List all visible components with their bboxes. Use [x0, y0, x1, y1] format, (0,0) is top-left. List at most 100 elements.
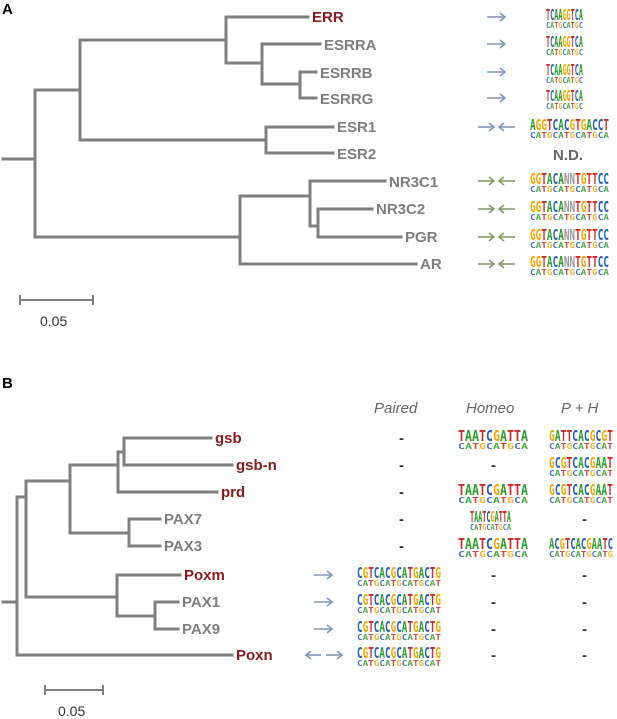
logo-letter: C: [579, 76, 583, 85]
logo-letter: C: [385, 644, 391, 662]
right-arrow-icon: [478, 204, 496, 214]
logo-letter: T: [391, 659, 397, 668]
logo-letter: C: [514, 496, 522, 505]
logo-letter: G: [549, 454, 555, 472]
logo-letter: G: [561, 454, 567, 472]
logo-letter: A: [558, 170, 564, 188]
leaf-gsb-n: gsb-n: [236, 457, 277, 474]
logo-letter: G: [560, 535, 565, 553]
logo-letter: C: [550, 87, 554, 105]
logo-letter: G: [608, 550, 614, 559]
logo-letter: C: [572, 496, 578, 505]
logo-letter: T: [407, 591, 413, 609]
left-arrow-icon: [497, 122, 515, 132]
logo-letter: T: [541, 131, 547, 140]
logo-letter: T: [571, 102, 575, 111]
leaf-nr3c2: NR3C2: [376, 201, 425, 218]
logo-letter: C: [572, 442, 578, 451]
logo-letter: T: [546, 6, 550, 24]
logo-letter: T: [547, 116, 553, 134]
logo-letter: A: [385, 659, 391, 668]
logo-letter: A: [596, 454, 602, 472]
logo-letter: A: [558, 6, 562, 24]
logo-letter: A: [558, 116, 564, 134]
logo-letter: T: [368, 659, 374, 668]
logo-letter: T: [561, 496, 567, 505]
logo-letter: A: [592, 535, 597, 553]
logo-letter: G: [419, 606, 425, 615]
logo-letter: G: [558, 102, 562, 111]
logo-letter: N: [564, 226, 570, 244]
logo-letter: T: [566, 427, 572, 445]
logo-letter: G: [586, 535, 591, 553]
logo-letter: A: [379, 591, 385, 609]
logo-letter: G: [493, 481, 500, 499]
logo-letter: T: [564, 185, 570, 194]
leaf-esrra: ESRRA: [324, 37, 377, 54]
logo-letter: C: [598, 241, 604, 250]
logo-letter: G: [547, 185, 553, 194]
logo-letter: C: [424, 579, 430, 588]
logo-letter: A: [555, 496, 561, 505]
dash-pax1-ph: -: [582, 594, 587, 611]
logo-letter: G: [536, 226, 542, 244]
logo-letter: G: [590, 454, 596, 472]
logo-letter: G: [530, 198, 536, 216]
logo-letter: A: [547, 226, 553, 244]
logo-letter: A: [581, 131, 587, 140]
logo-letter: C: [570, 535, 575, 553]
logo-letter: T: [368, 564, 374, 582]
logo-letter: G: [570, 185, 576, 194]
logo-letter: C: [553, 198, 559, 216]
logo-letter: T: [581, 550, 587, 559]
logo-letter: A: [419, 591, 425, 609]
logo-letter: A: [601, 496, 607, 505]
logo-letter: G: [479, 496, 487, 505]
panel-a-scale-bar: [19, 295, 94, 305]
logo-letter: G: [601, 427, 607, 445]
logo-letter: T: [546, 87, 550, 105]
logo-letter: T: [575, 253, 581, 271]
logo-letter: C: [486, 496, 494, 505]
logo-letter: T: [413, 633, 419, 642]
logo-letter: T: [584, 469, 590, 478]
logo-letter: A: [536, 241, 542, 250]
panel-a-logos: TCCAATAGGCGATTCGACTCCAATAGGCGATTCGACTCCA…: [530, 6, 609, 277]
logo-letter: G: [581, 170, 587, 188]
logo-letter: C: [553, 268, 559, 277]
logo-letter: T: [499, 508, 503, 526]
right-arrow-icon: [478, 232, 496, 242]
logo-letter: A: [603, 241, 609, 250]
logo-letter: C: [424, 606, 430, 615]
logo-letter: T: [554, 102, 558, 111]
logo-letter: T: [607, 496, 613, 505]
dash-pax7-ph: -: [582, 511, 587, 528]
logo-letter: A: [601, 469, 607, 478]
logo-letter: A: [521, 442, 529, 451]
logo-letter: C: [596, 496, 602, 505]
logo-letter: T: [592, 226, 598, 244]
leaf-pgr: PGR: [405, 229, 438, 246]
logo-letter: A: [419, 564, 425, 582]
logo-letter: A: [521, 496, 529, 505]
logo-letter: A: [579, 61, 583, 79]
logo-letter: A: [536, 185, 542, 194]
logo-letter: T: [586, 170, 592, 188]
leaf-nr3c1: NR3C1: [389, 174, 438, 191]
logo-letter: T: [541, 226, 547, 244]
logo-letter: A: [596, 481, 602, 499]
logo-letter: T: [546, 33, 550, 51]
logo-letter: T: [430, 591, 436, 609]
logo-letter: T: [607, 427, 613, 445]
logo-letter: C: [402, 606, 408, 615]
logo-letter: T: [586, 198, 592, 216]
logo-letter: A: [578, 442, 584, 451]
logo-letter: C: [374, 618, 380, 636]
logo-letter: C: [514, 550, 522, 559]
esr2-not-determined: N.D.: [553, 147, 583, 164]
logo-letter: C: [374, 591, 380, 609]
logo-letter: G: [419, 659, 425, 668]
